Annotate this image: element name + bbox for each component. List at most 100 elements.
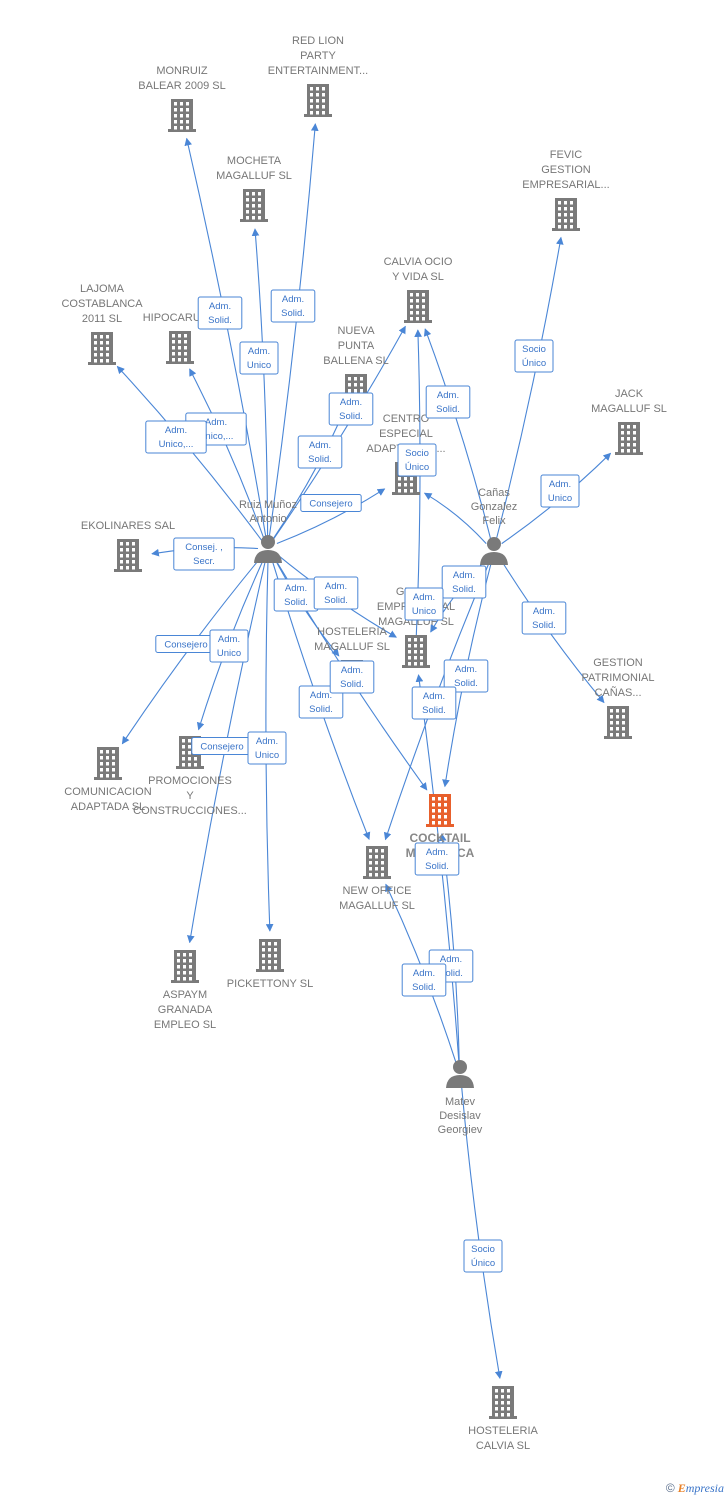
node-label-line: NEW OFFICE xyxy=(342,885,411,897)
person-icon xyxy=(480,537,508,565)
node-label-line: GESTION xyxy=(541,164,591,176)
role-badge-matev-to-hosteleria_calvia[interactable]: Adm.Unico xyxy=(404,587,444,621)
node-gestion_patr[interactable]: GESTIONPATRIMONIALCAÑAS... xyxy=(582,657,655,739)
building-icon xyxy=(615,422,643,455)
role-badge-canas-to-jack[interactable]: Adm.Unico xyxy=(540,474,580,508)
role-label: Solid. xyxy=(309,704,333,715)
role-label: Adm. xyxy=(282,294,304,305)
building-icon xyxy=(94,747,122,780)
node-ekolinares[interactable]: EKOLINARES SAL xyxy=(81,520,175,572)
copyright[interactable]: ©Empresia xyxy=(666,1481,724,1496)
role-badge-canas-to-calvia_ocio[interactable]: Adm.Solid. xyxy=(425,385,471,419)
role-label: Adm. xyxy=(413,968,435,979)
node-label-line: ADAPTADA SL xyxy=(71,801,145,813)
role-label: Solid. xyxy=(454,678,478,689)
role-label: Adm. xyxy=(218,634,240,645)
role-badge-ruiz-to-new_office[interactable]: Adm.Solid. xyxy=(298,685,344,719)
role-badge-canas-to-grupo[interactable]: Adm.Solid. xyxy=(441,565,487,599)
node-hosteleria_calvia[interactable]: HOSTELERIA CALVIA SL xyxy=(468,1386,539,1452)
role-badge-ruiz-to-ekolinares[interactable]: Consej. ,Secr. xyxy=(173,537,235,571)
role-badge-ruiz-to-pickettony[interactable]: Adm.Unico xyxy=(247,731,287,765)
role-badge-ruiz-to-hosteleria_mag[interactable]: Adm.Solid. xyxy=(273,578,319,612)
role-badge-ruiz-to-centro[interactable]: Consejero xyxy=(300,494,362,512)
edge-ruiz-to-hipocarus xyxy=(189,368,265,540)
node-label-line: LAJOMA xyxy=(80,283,125,295)
role-badge-ruiz-to-nueva_punta[interactable]: Adm.Solid. xyxy=(297,435,343,469)
role-label: Solid. xyxy=(339,411,363,422)
role-label: Adm. xyxy=(423,691,445,702)
role-badge-ruiz-to-cocktail[interactable]: Adm.Solid. xyxy=(329,660,375,694)
role-badge-ruiz-to-promociones[interactable]: Adm.Unico xyxy=(209,629,249,663)
node-label-line: COCKTAIL xyxy=(409,831,470,845)
edge-ruiz-to-redlion xyxy=(268,123,319,539)
node-label-line: HOSTELERIA xyxy=(317,626,387,638)
building-icon xyxy=(114,539,142,572)
node-label-line: Matev xyxy=(445,1096,475,1108)
role-label: Adm. xyxy=(256,736,278,747)
role-badge-canas-to-new_office[interactable]: Adm.Solid. xyxy=(411,686,457,720)
role-badge-ruiz-to-comunicacion[interactable]: Consejero xyxy=(155,635,217,653)
role-label: Consejero xyxy=(200,742,243,753)
node-fevic[interactable]: FEVICGESTIONEMPRESARIAL... xyxy=(522,149,610,231)
role-label: Solid. xyxy=(452,584,476,595)
node-label-line: HOSTELERIA xyxy=(468,1425,538,1437)
building-icon xyxy=(171,950,199,983)
role-badge-ruiz-to-redlion[interactable]: Adm.Solid. xyxy=(270,289,316,323)
node-label-line: ESPECIAL xyxy=(379,428,433,440)
brand-initial: E xyxy=(677,1481,686,1495)
role-label: Adm. xyxy=(426,847,448,858)
role-badge-ruiz-to-mocheta[interactable]: Adm.Unico xyxy=(239,341,279,375)
node-label-line: MAGALLUF SL xyxy=(591,403,667,415)
node-label-line: Desislav xyxy=(439,1110,481,1122)
role-badge-matev-to-cocktail[interactable]: Adm. Solid. xyxy=(414,842,460,876)
person-icon xyxy=(254,535,282,563)
role-badge-ruiz-to-calvia_ocio[interactable]: Adm. Solid. xyxy=(328,392,374,426)
node-label-line: GRANADA xyxy=(158,1004,213,1016)
role-badge-ruiz-to-monruiz[interactable]: Adm.Solid. xyxy=(197,296,243,330)
node-pickettony[interactable]: PICKETTONY SL xyxy=(227,939,313,990)
building-icon xyxy=(240,189,268,222)
person-icon xyxy=(446,1060,474,1088)
role-badge-canas-to-cocktail[interactable]: Adm.Solid. xyxy=(443,659,489,693)
node-label-line: CALVIA SL xyxy=(476,1440,530,1452)
role-label: Solid. xyxy=(425,861,449,872)
node-comunicacion[interactable]: COMUNICACION ADAPTADA SL xyxy=(64,747,152,813)
role-label: Adm. xyxy=(340,397,362,408)
role-label: Unico xyxy=(548,493,572,504)
node-label-line: CENTRO xyxy=(383,413,430,425)
role-label: Adm. xyxy=(248,346,270,357)
role-label: Único xyxy=(522,358,546,369)
role-label: Adm. xyxy=(205,417,227,428)
role-label: Adm. xyxy=(440,954,462,965)
role-badge-ruiz-to-hipocarus[interactable]: Adm.Unico,... xyxy=(145,420,207,454)
role-badge-ruiz-to-aspaym[interactable]: Consejero xyxy=(191,737,253,755)
role-label: Consejero xyxy=(164,640,207,651)
role-label: Solid. xyxy=(412,982,436,993)
node-redlion[interactable]: RED LIONPARTYENTERTAINMENT... xyxy=(268,35,368,117)
node-label-line: CONSTRUCCIONES... xyxy=(133,805,247,817)
node-label-line: PATRIMONIAL xyxy=(582,672,655,684)
role-badge-matev-to-grupo[interactable]: Adm. Solid. xyxy=(401,963,447,997)
node-label-line: BALLENA SL xyxy=(323,355,388,367)
role-label: Adm. xyxy=(413,592,435,603)
role-label: Adm. xyxy=(309,440,331,451)
edge-ruiz-to-calvia_ocio xyxy=(272,325,406,540)
role-badge-canas-to-gestion_patr[interactable]: Adm.Solid. xyxy=(521,601,567,635)
node-label-line: COMUNICACION xyxy=(64,786,151,798)
node-label-line: CALVIA OCIO xyxy=(384,256,453,268)
role-badge-ruiz-to-grupo[interactable]: Adm.Solid. xyxy=(313,576,359,610)
role-label: Solid. xyxy=(340,679,364,690)
